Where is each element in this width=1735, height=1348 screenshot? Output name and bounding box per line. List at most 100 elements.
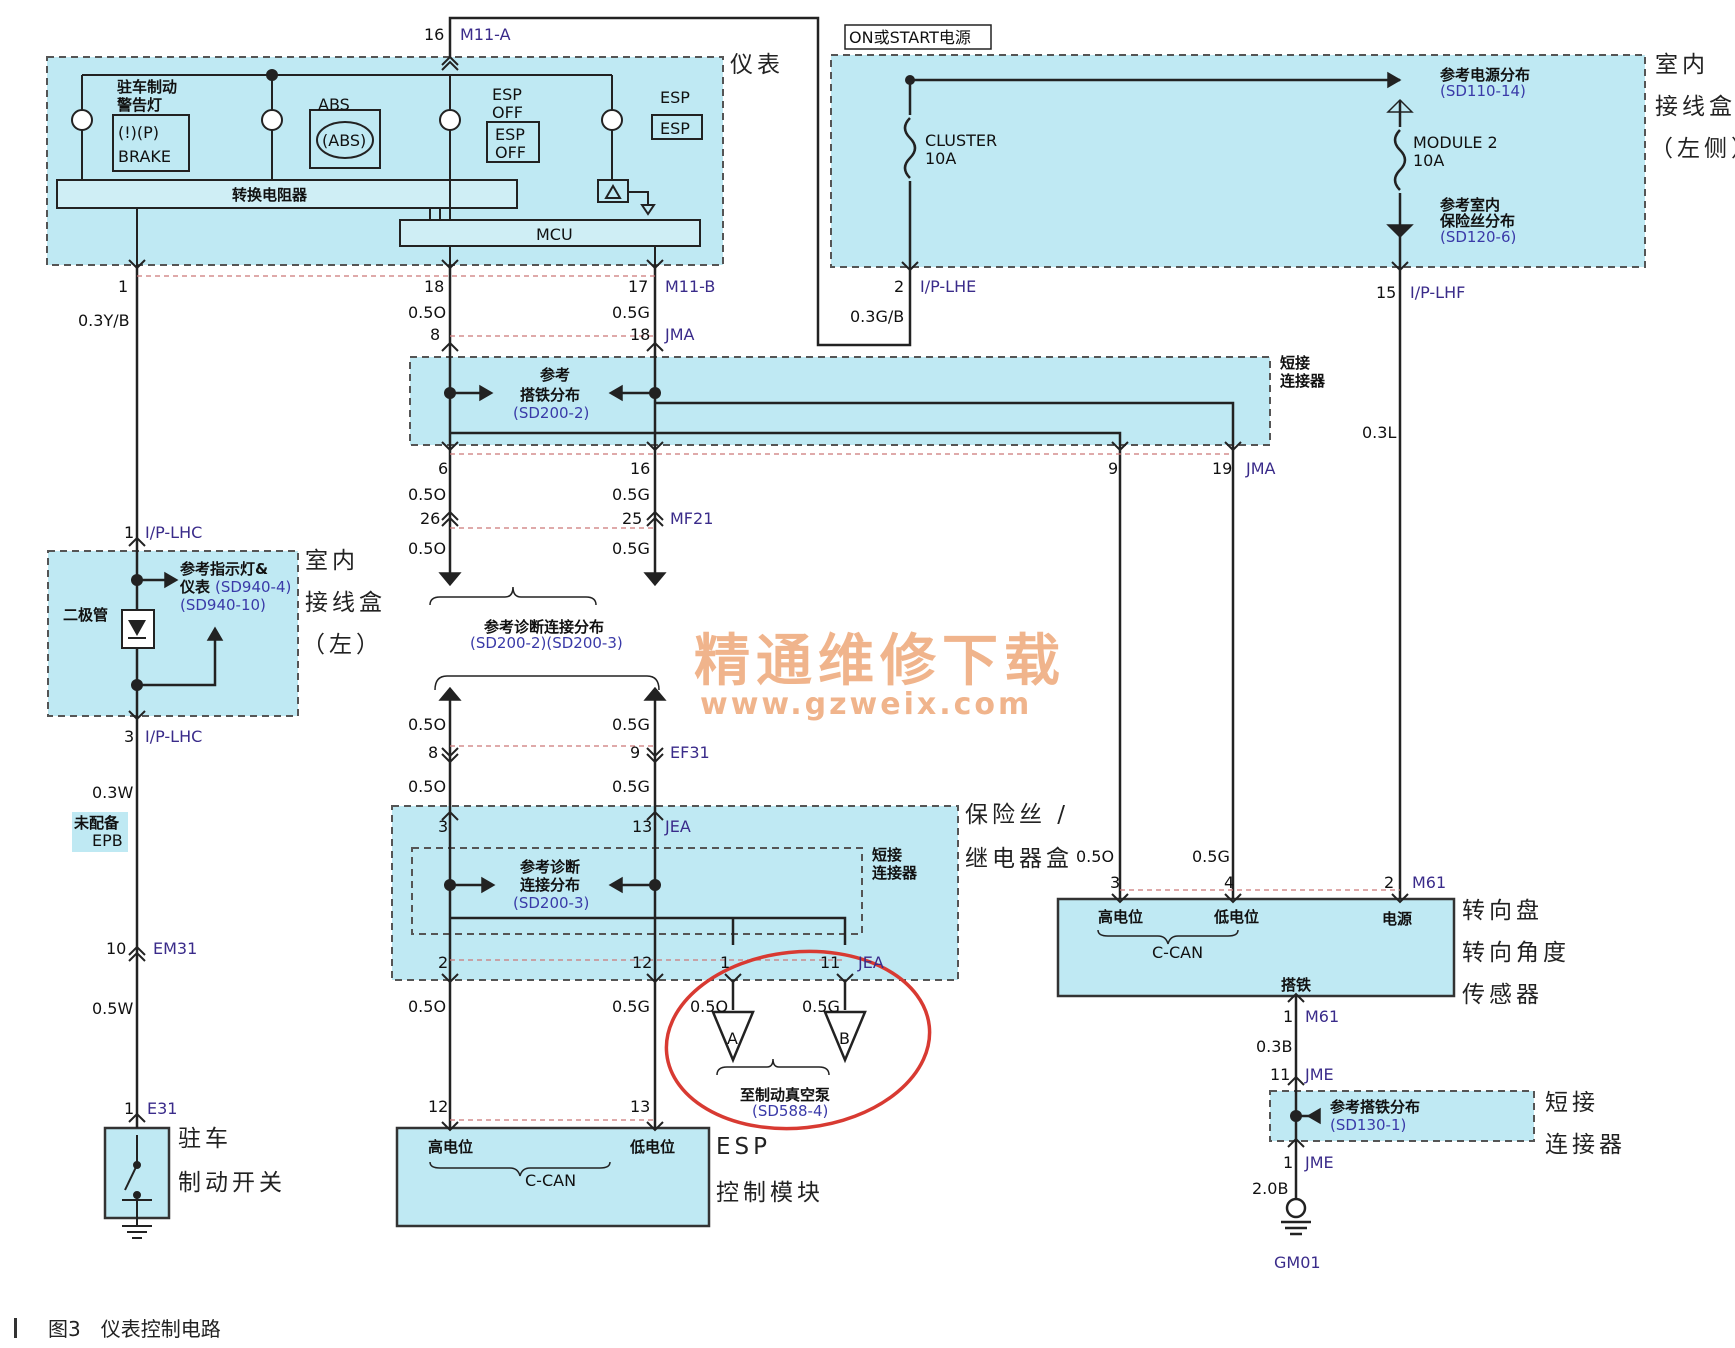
esp-off-top-2: OFF xyxy=(492,103,523,122)
steering-angle-sensor-box xyxy=(1056,897,1456,998)
brake-vacuum-connector-a xyxy=(711,1010,755,1064)
ref-ground2: 参考搭铁分布 xyxy=(1330,1098,1420,1116)
wire-label-05o-4: 0.5O xyxy=(408,715,446,734)
conn-m11b: M11-B xyxy=(665,277,715,296)
ground-gm01-icon xyxy=(1285,1197,1307,1219)
ijb-right-label-3: （左侧） xyxy=(1650,136,1735,162)
conn-jme-bottom: JME xyxy=(1304,1153,1334,1172)
esp-high-label: 高电位 xyxy=(428,1138,473,1156)
pin-26-mf21: 26 xyxy=(420,509,440,528)
joint-connector-jma-box xyxy=(409,356,1271,446)
pin-9-jma: 9 xyxy=(1108,459,1118,478)
wire-label-05g-1: 0.5G xyxy=(612,303,650,322)
wire-label-0.3yb: 0.3Y/B xyxy=(78,311,130,330)
pin-13-jea: 13 xyxy=(632,817,652,836)
esp-indicator-panel xyxy=(651,114,703,140)
pin-25-mf21: 25 xyxy=(622,509,642,528)
conn-ef31: EF31 xyxy=(670,743,710,762)
diag-brace-lower xyxy=(434,675,660,691)
pin-9-ef31: 9 xyxy=(630,743,640,762)
sensor-high-label: 高电位 xyxy=(1098,908,1143,926)
joint-right-1: 短接 xyxy=(1545,1090,1599,1116)
ijb-left-label-3: （左） xyxy=(302,632,383,658)
diode-label: 二极管 xyxy=(63,606,108,624)
abs-title: ABS xyxy=(318,95,350,114)
joint-jea-2: 连接器 xyxy=(872,864,918,882)
pin-15-iplhf: 15 xyxy=(1376,283,1396,302)
conn-jea-bottom: JEA xyxy=(857,953,884,972)
steering-label-1: 转向盘 xyxy=(1462,898,1543,924)
pin-8-ef31: 8 xyxy=(428,743,438,762)
joint-jma-1: 短接 xyxy=(1280,354,1310,372)
conn-iplhc-top: I/P-LHC xyxy=(145,523,202,542)
on-start-power: ON或START电源 xyxy=(849,28,971,47)
ref-indicator-code2: (SD940-10) xyxy=(180,596,266,614)
esp-low-label: 低电位 xyxy=(629,1138,675,1156)
pin-1-jme: 1 xyxy=(1283,1153,1293,1172)
ref-ground-code: (SD200-2) xyxy=(513,404,589,422)
conn-jme-top: JME xyxy=(1304,1065,1334,1084)
wire-label-0.3gb: 0.3G/B xyxy=(850,307,904,326)
wire-label-05o-7: 0.5O xyxy=(690,997,728,1016)
conn-e31: E31 xyxy=(147,1099,177,1118)
ref-power-code: (SD110-14) xyxy=(1440,82,1526,100)
pin-8-jma: 8 xyxy=(430,325,440,344)
pin-6-jma: 6 xyxy=(438,459,448,478)
ref-indicator-1: 参考指示灯& xyxy=(180,560,268,578)
figure-caption: 图3 仪表控制电路 xyxy=(48,1317,221,1341)
ref-diag-2: 连接分布 xyxy=(520,876,580,894)
wire-label-05o-2: 0.5O xyxy=(408,485,446,504)
ijb-right-label-1: 室内 xyxy=(1655,52,1709,78)
resistor-to-pins xyxy=(136,208,656,265)
wire-label-05o-5: 0.5O xyxy=(408,777,446,796)
wire-label-05o-right: 0.5O xyxy=(1076,847,1114,866)
abs-indicator-panel xyxy=(309,109,381,169)
pin-3-jea: 3 xyxy=(438,817,448,836)
conn-jma-bottom: JMA xyxy=(1245,459,1276,478)
wire-label-0.5w: 0.5W xyxy=(92,999,133,1018)
wire-0.3gb xyxy=(448,16,912,347)
wire-label-0.3b: 0.3B xyxy=(1256,1037,1292,1056)
pin-12-esp: 12 xyxy=(428,1097,448,1116)
wire-label-0.3l: 0.3L xyxy=(1362,423,1396,442)
wire-label-05g-7: 0.5G xyxy=(802,997,840,1016)
resistor-block xyxy=(56,179,518,209)
esp-title: ESP xyxy=(660,88,690,107)
pin-13-esp: 13 xyxy=(630,1097,650,1116)
cluster-title: 仪表 xyxy=(730,52,784,78)
cluster-fuse: CLUSTER xyxy=(925,131,997,150)
esp-module-1: ESP xyxy=(716,1134,771,1160)
ref-indicator-code1: (SD940-4) xyxy=(215,578,291,596)
steering-label-3: 传感器 xyxy=(1462,982,1543,1008)
conn-iplhc-bottom: I/P-LHC xyxy=(145,727,202,746)
ref-fuse-1: 参考室内 xyxy=(1440,196,1500,214)
esp-ccan-label: C-CAN xyxy=(525,1171,576,1190)
pin-1-cluster: 1 xyxy=(118,277,128,296)
pin-2-iplhe: 2 xyxy=(894,277,904,296)
pin-2-m61: 2 xyxy=(1384,873,1394,892)
wire-label-05o-6: 0.5O xyxy=(408,997,446,1016)
pin-16-jma: 16 xyxy=(630,459,650,478)
esp-module-2: 控制模块 xyxy=(716,1180,824,1206)
ijb-left-label-1: 室内 xyxy=(305,548,359,574)
pin-3-m61: 3 xyxy=(1110,873,1120,892)
pin-1-iplhc: 1 xyxy=(124,523,134,542)
connector-a-label: A xyxy=(727,1029,738,1048)
highlight-circle xyxy=(664,949,932,1131)
pin-2-jea: 2 xyxy=(438,953,448,972)
cluster-fuse-amp: 10A xyxy=(925,149,956,168)
joint-jea-1: 短接 xyxy=(872,846,902,864)
wire-label-05g-3: 0.5G xyxy=(612,539,650,558)
pin-4-m61: 4 xyxy=(1224,873,1234,892)
mcu-block xyxy=(399,219,701,247)
cluster-bus-top xyxy=(81,74,613,110)
ref-power: 参考电源分布 xyxy=(1440,66,1530,84)
parking-brake-lamp-icon xyxy=(71,109,93,131)
wire-label-05g-6: 0.5G xyxy=(612,997,650,1016)
pin-10-em31: 10 xyxy=(106,939,126,958)
conn-iplhe: I/P-LHE xyxy=(920,277,976,296)
sensor-ground-label: 搭铁 xyxy=(1281,976,1311,994)
conn-jea-top: JEA xyxy=(664,817,691,836)
steering-label-2: 转向角度 xyxy=(1462,940,1570,966)
